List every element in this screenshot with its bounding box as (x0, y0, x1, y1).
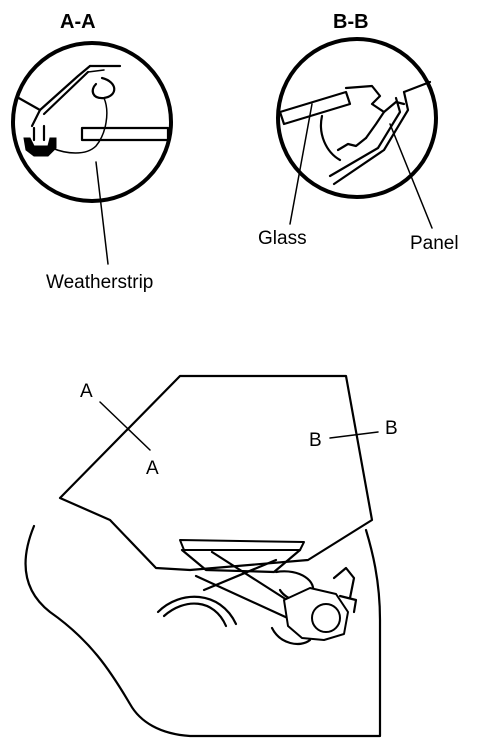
panel-callout: Panel (389, 123, 459, 254)
section-b-b-profile (278, 80, 432, 186)
section-a-a-title: A-A (60, 11, 96, 33)
weatherstrip-callout: Weatherstrip (46, 161, 153, 293)
panel-label: Panel (410, 233, 459, 254)
door-panel-outline (24, 524, 382, 738)
window-regulator (156, 539, 358, 646)
marker-a-top: A (80, 381, 93, 402)
section-a-a-circle (11, 41, 173, 203)
glass-callout: Glass (258, 103, 313, 249)
weatherstrip-label: Weatherstrip (46, 272, 153, 293)
section-marker-a: A A (80, 381, 159, 479)
section-b-b-title: B-B (333, 11, 369, 33)
door-main-view: A A B B (24, 374, 398, 738)
section-a-a-profile (15, 64, 170, 157)
marker-a-bottom: A (146, 458, 159, 479)
section-b-b: B-B Glass Panel (258, 11, 459, 254)
marker-b-left: B (309, 430, 322, 451)
section-a-a: A-A (11, 11, 173, 203)
glass-label: Glass (258, 228, 307, 249)
section-marker-b: B B (309, 418, 398, 451)
window-glass-outline (58, 374, 374, 572)
section-b-b-circle (276, 37, 438, 199)
marker-b-right: B (385, 418, 398, 439)
